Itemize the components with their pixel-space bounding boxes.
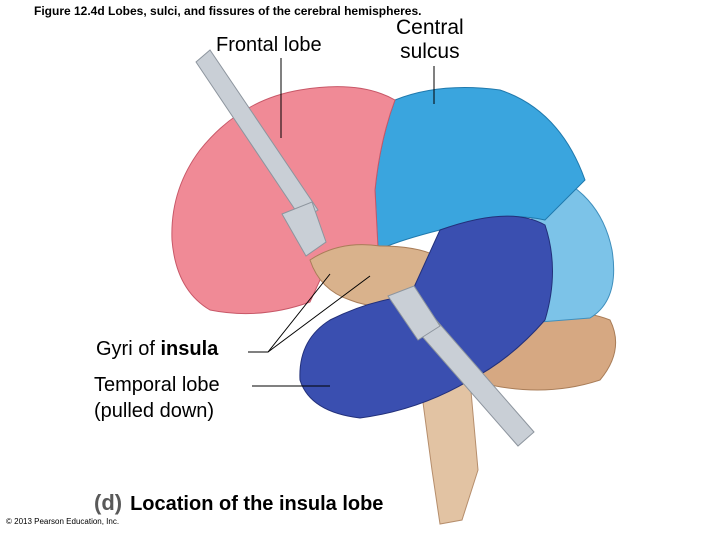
label-frontal-lobe: Frontal lobe [216, 34, 322, 56]
figure-title: Figure 12.4d Lobes, sulci, and fissures … [34, 4, 422, 18]
label-gyri-of-insula: Gyri of insula [96, 338, 218, 361]
label-temporal-line1: Temporal lobe [94, 374, 220, 396]
retractor-lower-tip [387, 285, 441, 341]
figure-caption: (d) Location of the insula lobe [94, 490, 383, 516]
leader-insula-2 [267, 275, 371, 353]
brainstem [419, 379, 479, 525]
label-insula-bold: insula [160, 338, 219, 360]
retractor-upper [195, 49, 319, 221]
label-insula-prefix: Gyri of [96, 338, 161, 360]
retractor-upper-tip [281, 201, 327, 257]
label-central-sulcus-line2: sulcus [400, 40, 460, 63]
label-central-sulcus-line1: Central [396, 16, 464, 39]
caption-letter: (d) [94, 490, 123, 515]
label-temporal-line2: (pulled down) [94, 400, 215, 422]
label-temporal-lobe: Temporal lobe (pulled down) [94, 372, 220, 424]
copyright-notice: © 2013 Pearson Education, Inc. [6, 517, 120, 526]
caption-text: Location of the insula lobe [130, 493, 384, 515]
label-central-sulcus: Central sulcus [396, 16, 464, 64]
